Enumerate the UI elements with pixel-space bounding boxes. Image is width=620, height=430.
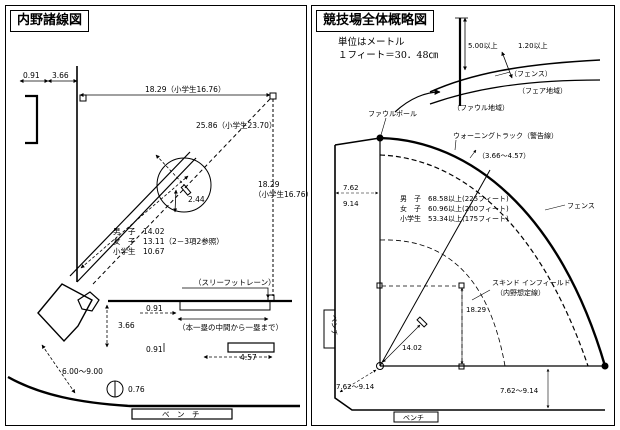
leader-2586 xyxy=(155,154,185,186)
label-foul-territory: （ファウル地域） xyxy=(453,103,509,112)
label-fair-territory: （フェア地域） xyxy=(518,86,567,95)
home-plate xyxy=(77,291,100,312)
label-1829-right: 18.29 xyxy=(258,180,280,189)
label-infield-note: （内野想定線） xyxy=(496,288,545,297)
label-male: 男 子 68.58以上(225フィート) xyxy=(400,194,509,203)
label-366-457: （3.66～4.57） xyxy=(478,152,530,160)
label-warning-track: ウォーニングトラック（警告線） xyxy=(453,131,558,140)
detail-callout-arrow xyxy=(394,89,441,113)
diagonal-line-b xyxy=(69,151,191,277)
base-left xyxy=(376,282,383,289)
label-foul-pole: ファウルポール xyxy=(368,110,417,118)
label-500: 5.00以上 xyxy=(468,41,498,50)
label-fence-detail: （フェンス） xyxy=(510,70,552,78)
label-three-foot-lane: （スリーフットレーン） xyxy=(194,278,276,287)
label-1402: 14.02 xyxy=(402,344,422,352)
right-field-diagram xyxy=(323,17,609,423)
right-bench-bottom xyxy=(393,411,439,423)
warning-track xyxy=(379,154,589,367)
label-1829: 18.29 xyxy=(466,306,486,314)
second-base xyxy=(79,94,87,102)
label-1829-right-sub: （小学生16.76） xyxy=(254,189,313,199)
unit-line-2: １フィート＝30．48㎝ xyxy=(338,50,438,61)
label-091-top: 0.91 xyxy=(23,71,40,80)
label-skinned-infield: スキンド インフィールド xyxy=(492,279,571,287)
label-762-914-right: 7.62～9.14 xyxy=(500,387,539,395)
foul-pole-right xyxy=(601,362,609,370)
dim-762-914-left xyxy=(339,369,377,393)
left-panel-title: 内野諸線図 xyxy=(10,10,90,32)
leader-foul-pole xyxy=(380,117,387,136)
label-2586: 25.86（小学生23.70） xyxy=(196,120,276,130)
outfield-fence xyxy=(379,136,607,367)
leader-skinned xyxy=(471,289,491,301)
label-457: 4.57 xyxy=(240,353,257,362)
label-091-mid: 0.91 xyxy=(146,304,163,313)
label-female: 女 子 60.96以上(200フィート) xyxy=(400,204,509,213)
field-boundary xyxy=(334,145,605,411)
label-bench-vertical: ベンチ xyxy=(330,315,338,336)
leader-fence xyxy=(494,71,511,77)
label-child: 小学生 53.34以上(175フィート) xyxy=(400,214,509,223)
label-076: 0.76 xyxy=(128,385,145,394)
unit-note: 単位はメートル １フィート＝30．48㎝ xyxy=(338,36,438,62)
boundary-top xyxy=(334,137,381,146)
diagonal-line-a xyxy=(76,157,197,283)
foul-pole-top xyxy=(376,134,384,142)
leader-366-457 xyxy=(469,149,477,159)
skinned-infield-arc xyxy=(379,239,506,367)
left-bench-bracket xyxy=(25,94,39,145)
right-bench-vertical xyxy=(323,309,336,349)
label-120: 1.20以上 xyxy=(518,41,548,50)
backstop-curve xyxy=(7,375,300,408)
label-366-left: 3.66 xyxy=(118,321,135,330)
dim-244 xyxy=(173,189,178,213)
base-top-right xyxy=(458,282,465,289)
first-base xyxy=(269,92,277,100)
label-762-914-left: 7.62～9.14 xyxy=(336,383,375,391)
label-914-top: 9.14 xyxy=(343,200,359,208)
label-366-top: 3.66 xyxy=(52,71,69,80)
label-600-900: 6.00～9.00 xyxy=(62,367,103,376)
fence-line-detail xyxy=(429,59,601,93)
label-pitch-male: 男 子 14.02 xyxy=(113,227,165,236)
home-plate-marker xyxy=(376,362,384,370)
label-left-bench: ベ ン チ xyxy=(162,410,200,419)
left-infield-diagram xyxy=(7,66,300,420)
dim-120 xyxy=(501,51,513,79)
unit-line-1: 単位はメートル xyxy=(338,37,405,48)
home-plate-box xyxy=(37,283,93,343)
ground-line-detail xyxy=(429,79,601,105)
left-bench-box xyxy=(131,408,233,420)
label-fence: フェンス xyxy=(567,202,595,210)
label-091-low: 0.91 xyxy=(146,345,163,354)
label-pitch-female: 女 子 13.11（2－3項2参照） xyxy=(113,236,224,246)
leader-warning-track xyxy=(454,139,457,151)
label-244: 2.44 xyxy=(188,195,205,204)
dim-pitch-distance xyxy=(80,175,189,269)
lane-label-leader xyxy=(182,287,270,299)
pitchers-plate-right xyxy=(416,316,428,328)
label-bench-bottom: ベンチ xyxy=(403,414,424,422)
label-1829-top: 18.29（小学生16.76） xyxy=(145,84,225,94)
three-foot-lane xyxy=(179,300,271,311)
dim-1402 xyxy=(382,324,421,363)
label-762-top: 7.62 xyxy=(343,184,359,192)
leader-fence-right xyxy=(544,204,566,211)
right-panel-title: 競技場全体概略図 xyxy=(316,10,435,32)
coach-box-lower xyxy=(227,342,275,353)
label-lane-note: （本一塁の中間から一塁まで） xyxy=(178,322,283,332)
label-pitch-child: 小学生 10.67 xyxy=(113,246,165,256)
